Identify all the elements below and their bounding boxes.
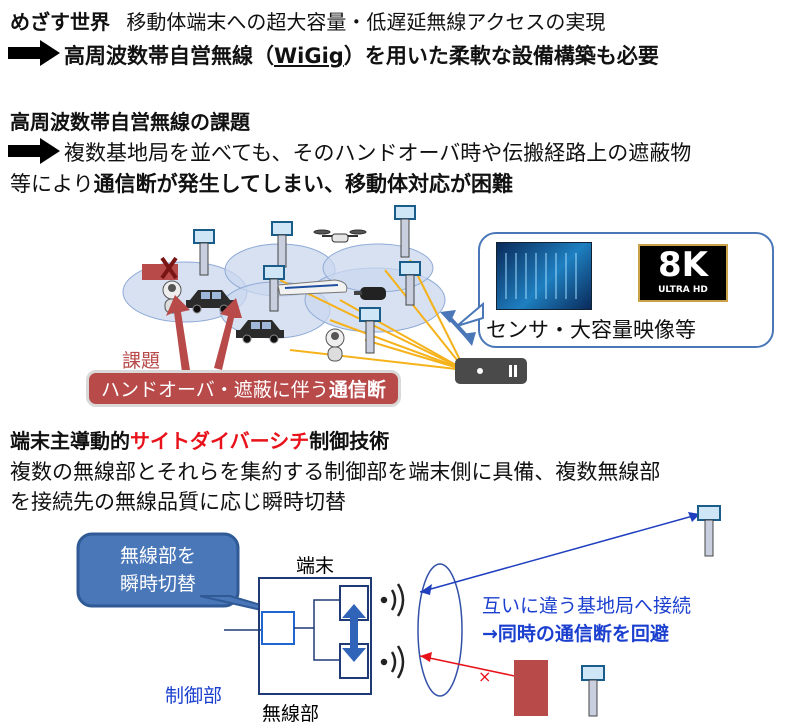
tech-line2: を接続先の無線品質に応じ瞬時切替: [10, 490, 346, 514]
issue-line2-bold: 通信断が発生してしまい、移動体対応が困難: [93, 172, 513, 196]
antenna-icon: [263, 265, 285, 312]
issue-line1: 複数基地局を並べても、そのハンドオーバ時や伝搬経路上の遮蔽物: [64, 141, 692, 165]
terminal-diagram: 無線部を 瞬時切替 端末 × 互いに違う基地局へ接続 →同時の通信断を回避 制: [76, 505, 721, 725]
link-line-a: [419, 513, 701, 593]
callout-line2: 瞬時切替: [120, 573, 196, 595]
8k-badge: 8K ULTRA HD: [638, 244, 728, 302]
controller-label: 制御部: [165, 685, 222, 707]
antenna-icon: [581, 665, 605, 717]
connect-note: 互いに違う基地局へ接続: [482, 595, 691, 617]
arrow-right-icon: [8, 40, 60, 66]
goal-point-text: 高周波数帯自営無線（: [64, 44, 274, 68]
tech-line1: 複数の無線部とそれらを集約する制御部を端末側に具備、複数無線部: [10, 460, 661, 484]
radio-wave-icon: [380, 645, 405, 679]
drone-icon: [313, 229, 367, 243]
goal-line: めざす世界 移動体端末への超大容量・低遅延無線アクセスの実現: [10, 6, 605, 35]
cell-network-illustration: [122, 205, 527, 384]
car-icon: [236, 320, 284, 344]
tech-heading-c: 制御技術: [309, 429, 390, 453]
issue-line2: 等により通信断が発生してしまい、移動体対応が困難: [10, 168, 513, 198]
tech-heading: 端末主導動的サイトダイバーシチ制御技術: [10, 425, 389, 454]
double-arrow-icon: [440, 310, 476, 346]
problem-arrows: [166, 295, 242, 372]
switch-arrow-icon: [342, 604, 366, 662]
tech-heading-a: 端末主導動的: [10, 429, 130, 453]
problem-banner: ハンドオーバ・遮蔽に伴う通信断: [86, 370, 401, 407]
media-bubble: 8K ULTRA HD センサ・大容量映像等: [478, 232, 774, 348]
terminal-label: 端末: [296, 555, 334, 577]
server-image: [496, 242, 592, 310]
robot-icon: [325, 328, 345, 362]
antenna-icon: [697, 505, 721, 557]
obstacle: [514, 660, 548, 716]
ultra-hd-text: ULTRA HD: [658, 285, 708, 295]
hub-device: [455, 358, 527, 384]
issue-heading: 高周波数帯自営無線の課題: [10, 110, 250, 134]
blocked-icon: [142, 256, 178, 280]
beam-group: [417, 563, 463, 697]
antenna-icon: [399, 261, 421, 306]
goal-point-end: ）を用いた柔軟な設備構築も必要: [343, 44, 659, 68]
antenna-icon: [271, 221, 293, 268]
wigig-term: WiGig: [274, 44, 344, 68]
controller-unit: [261, 611, 295, 645]
antenna-icon: [359, 307, 381, 354]
problem-label: 課題: [122, 350, 161, 372]
bubble-label: センサ・大容量映像等: [486, 318, 696, 342]
bubble-tail: [456, 301, 484, 327]
tech-heading-b: サイトダイバーシチ: [130, 429, 310, 453]
train-icon: [277, 279, 348, 296]
antennas: [193, 205, 421, 354]
callout-line1: 無線部を: [120, 545, 196, 567]
link-blocked-icon: ×: [478, 667, 491, 686]
problem-banner-plain: ハンドオーバ・遮蔽に伴う: [101, 379, 329, 401]
issue-line2-plain: 等により: [10, 172, 94, 196]
goal-heading: めざす世界: [10, 10, 110, 34]
arrow-right-icon: [8, 138, 60, 164]
goal-point: 高周波数帯自営無線（WiGig）を用いた柔軟な設備構築も必要: [64, 40, 659, 70]
car-icon: [186, 290, 234, 314]
8k-badge-text: 8K: [657, 245, 708, 285]
avoid-note: →同時の通信断を回避: [482, 622, 669, 645]
radio-label: 無線部: [262, 703, 319, 725]
antenna-icon: [193, 229, 215, 276]
radio-wave-icon: [380, 583, 405, 617]
link-line-b: [419, 655, 525, 679]
antenna-icon: [394, 205, 416, 258]
vr-headset-icon: [354, 287, 386, 300]
goal-statement: 移動体端末への超大容量・低遅延無線アクセスの実現: [126, 10, 606, 34]
problem-banner-bold: 通信断: [328, 379, 386, 401]
